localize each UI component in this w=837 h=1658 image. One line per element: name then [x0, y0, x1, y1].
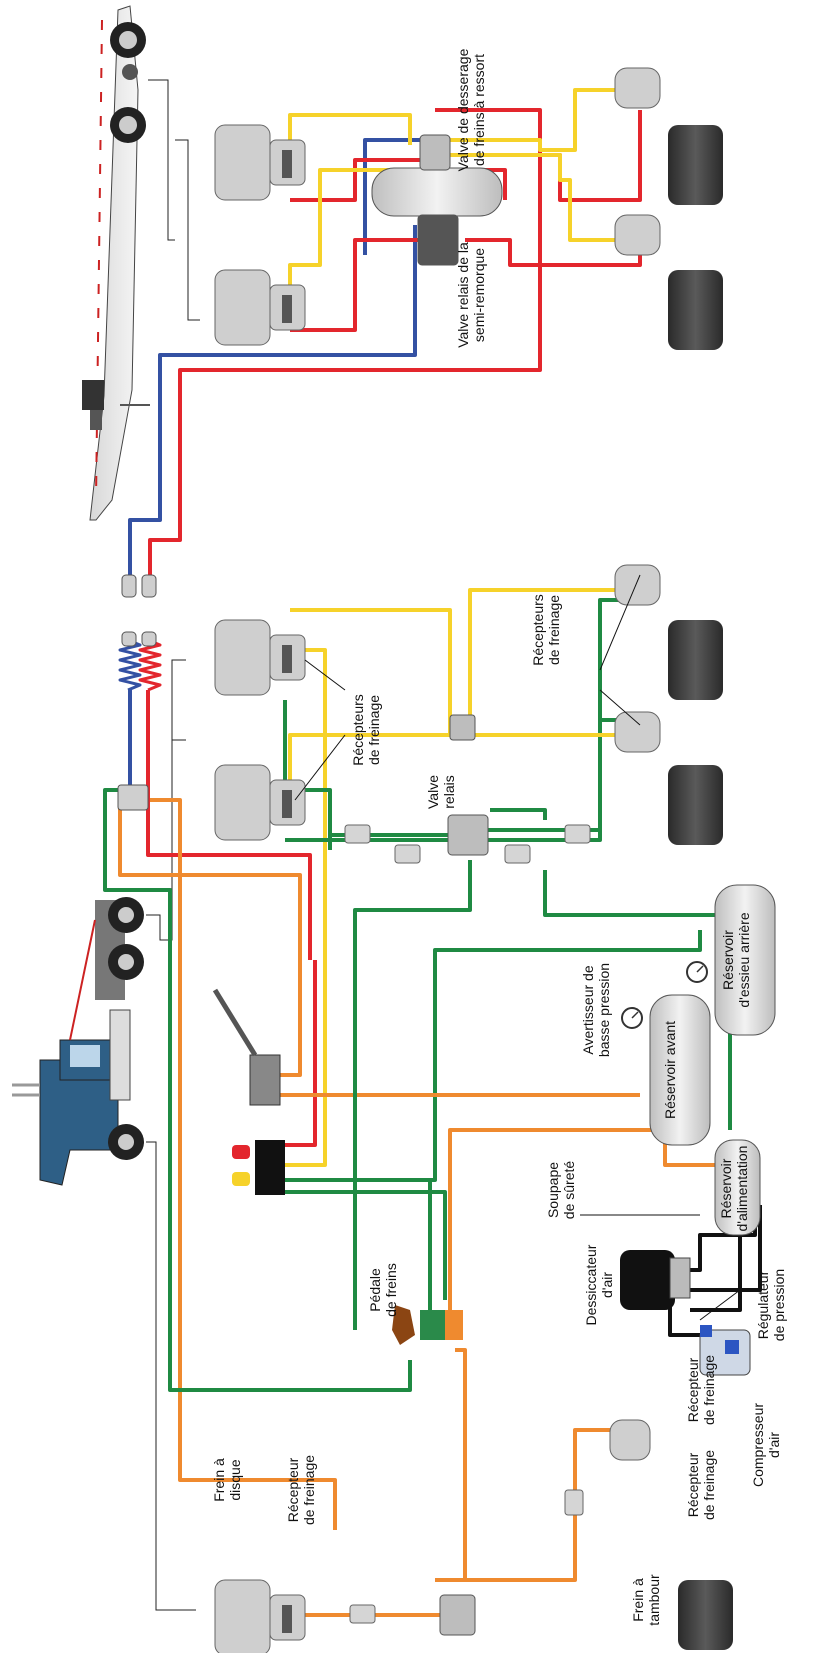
label-valve-relais-semi: Valve relais de la semi-remorque: [455, 220, 489, 370]
air-lines: [105, 90, 760, 1615]
label-frein-a-disque: Frein à disque: [211, 1440, 245, 1520]
label-recepteurs-freinage-2: Récepteurs de freinage: [530, 580, 564, 680]
trailer-hand-valve-icon: [215, 990, 280, 1105]
brake-pedal-icon: [392, 1305, 463, 1345]
label-valve-relais: Valve relais: [425, 762, 459, 822]
brake-chamber-small-icon: [282, 150, 292, 1633]
label-frein-a-tambour: Frein à tambour: [630, 1560, 664, 1640]
label-valve-desserage: Valve de desserage de freins à ressort: [455, 35, 489, 185]
label-recepteur-avant: Récepteur de freinage: [285, 1440, 319, 1540]
label-pedale: Pédale de freins: [367, 1250, 401, 1330]
trailer-silhouette: [82, 6, 200, 520]
label-recepteurs-freinage-1: Récepteurs de freinage: [350, 680, 384, 780]
label-recepteur-tambour: Récepteur de freinage: [685, 1435, 719, 1535]
label-dessiccateur: Dessiccateur d'air: [583, 1230, 633, 1340]
label-regulateur: Régulateur de pression: [755, 1250, 789, 1360]
label-reservoir-avant: Réservoir avant: [662, 1010, 682, 1130]
park-control-valve-icon: [232, 1140, 285, 1195]
label-reservoir-alimentation: Réservoir d'alimentation: [718, 1141, 752, 1236]
label-recepteur-compresseur: Récepteur de freinage: [685, 1340, 719, 1440]
label-avertisseur: Avertisseur de basse pression: [580, 950, 614, 1070]
label-compresseur: Compresseur d'air: [750, 1390, 784, 1500]
label-soupape: Soupape de sûreté: [545, 1150, 579, 1230]
gladhand-icon: [118, 575, 156, 810]
label-reservoir-arriere: Réservoir d'essieu arrière: [720, 890, 754, 1030]
